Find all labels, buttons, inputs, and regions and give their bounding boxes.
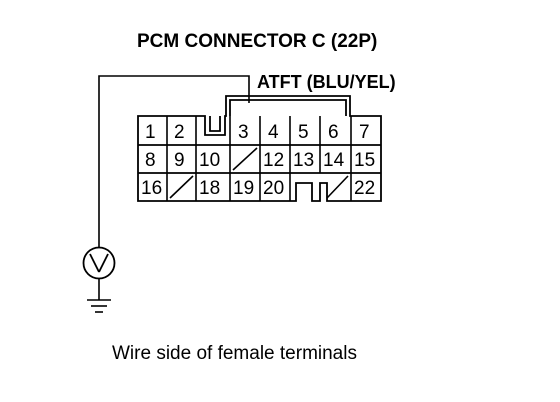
pin-numbers: 1 2 3 4 5 6 7 8 9 10 12 13 14 15 16 18 1… xyxy=(141,122,375,199)
pin-label: 9 xyxy=(174,150,185,171)
diagram-caption: Wire side of female terminals xyxy=(112,343,357,364)
pin-label: 4 xyxy=(268,122,279,143)
voltmeter-icon xyxy=(82,246,116,280)
pin-label: 2 xyxy=(174,122,185,143)
ground-icon xyxy=(87,279,111,313)
pin-label: 15 xyxy=(354,150,375,171)
pin-label: 1 xyxy=(145,122,156,143)
probe-wire xyxy=(98,75,250,248)
wire-label: ATFT (BLU/YEL) xyxy=(257,72,396,92)
empty-terminal-marks xyxy=(169,147,349,199)
pin-label: 3 xyxy=(238,122,249,143)
cell-dividers xyxy=(166,116,352,201)
empty-terminal-17 xyxy=(169,175,194,199)
pin-label: 20 xyxy=(263,178,284,199)
pin-label: 7 xyxy=(359,122,370,143)
pin-label: 14 xyxy=(323,150,345,171)
pin-label: 16 xyxy=(141,178,162,199)
pin-label: 5 xyxy=(298,122,309,143)
connector-title: PCM CONNECTOR C (22P) xyxy=(137,31,377,52)
pin-label: 19 xyxy=(233,178,254,199)
pin-label: 18 xyxy=(199,178,220,199)
empty-terminal-21 xyxy=(326,175,349,199)
pin-label: 6 xyxy=(328,122,339,143)
pin-label: 13 xyxy=(293,150,314,171)
pin-label: 8 xyxy=(145,150,156,171)
pin-label: 22 xyxy=(354,178,375,199)
pin-label: 10 xyxy=(199,150,220,171)
pin-label: 12 xyxy=(263,150,284,171)
empty-terminal-11 xyxy=(232,147,258,171)
